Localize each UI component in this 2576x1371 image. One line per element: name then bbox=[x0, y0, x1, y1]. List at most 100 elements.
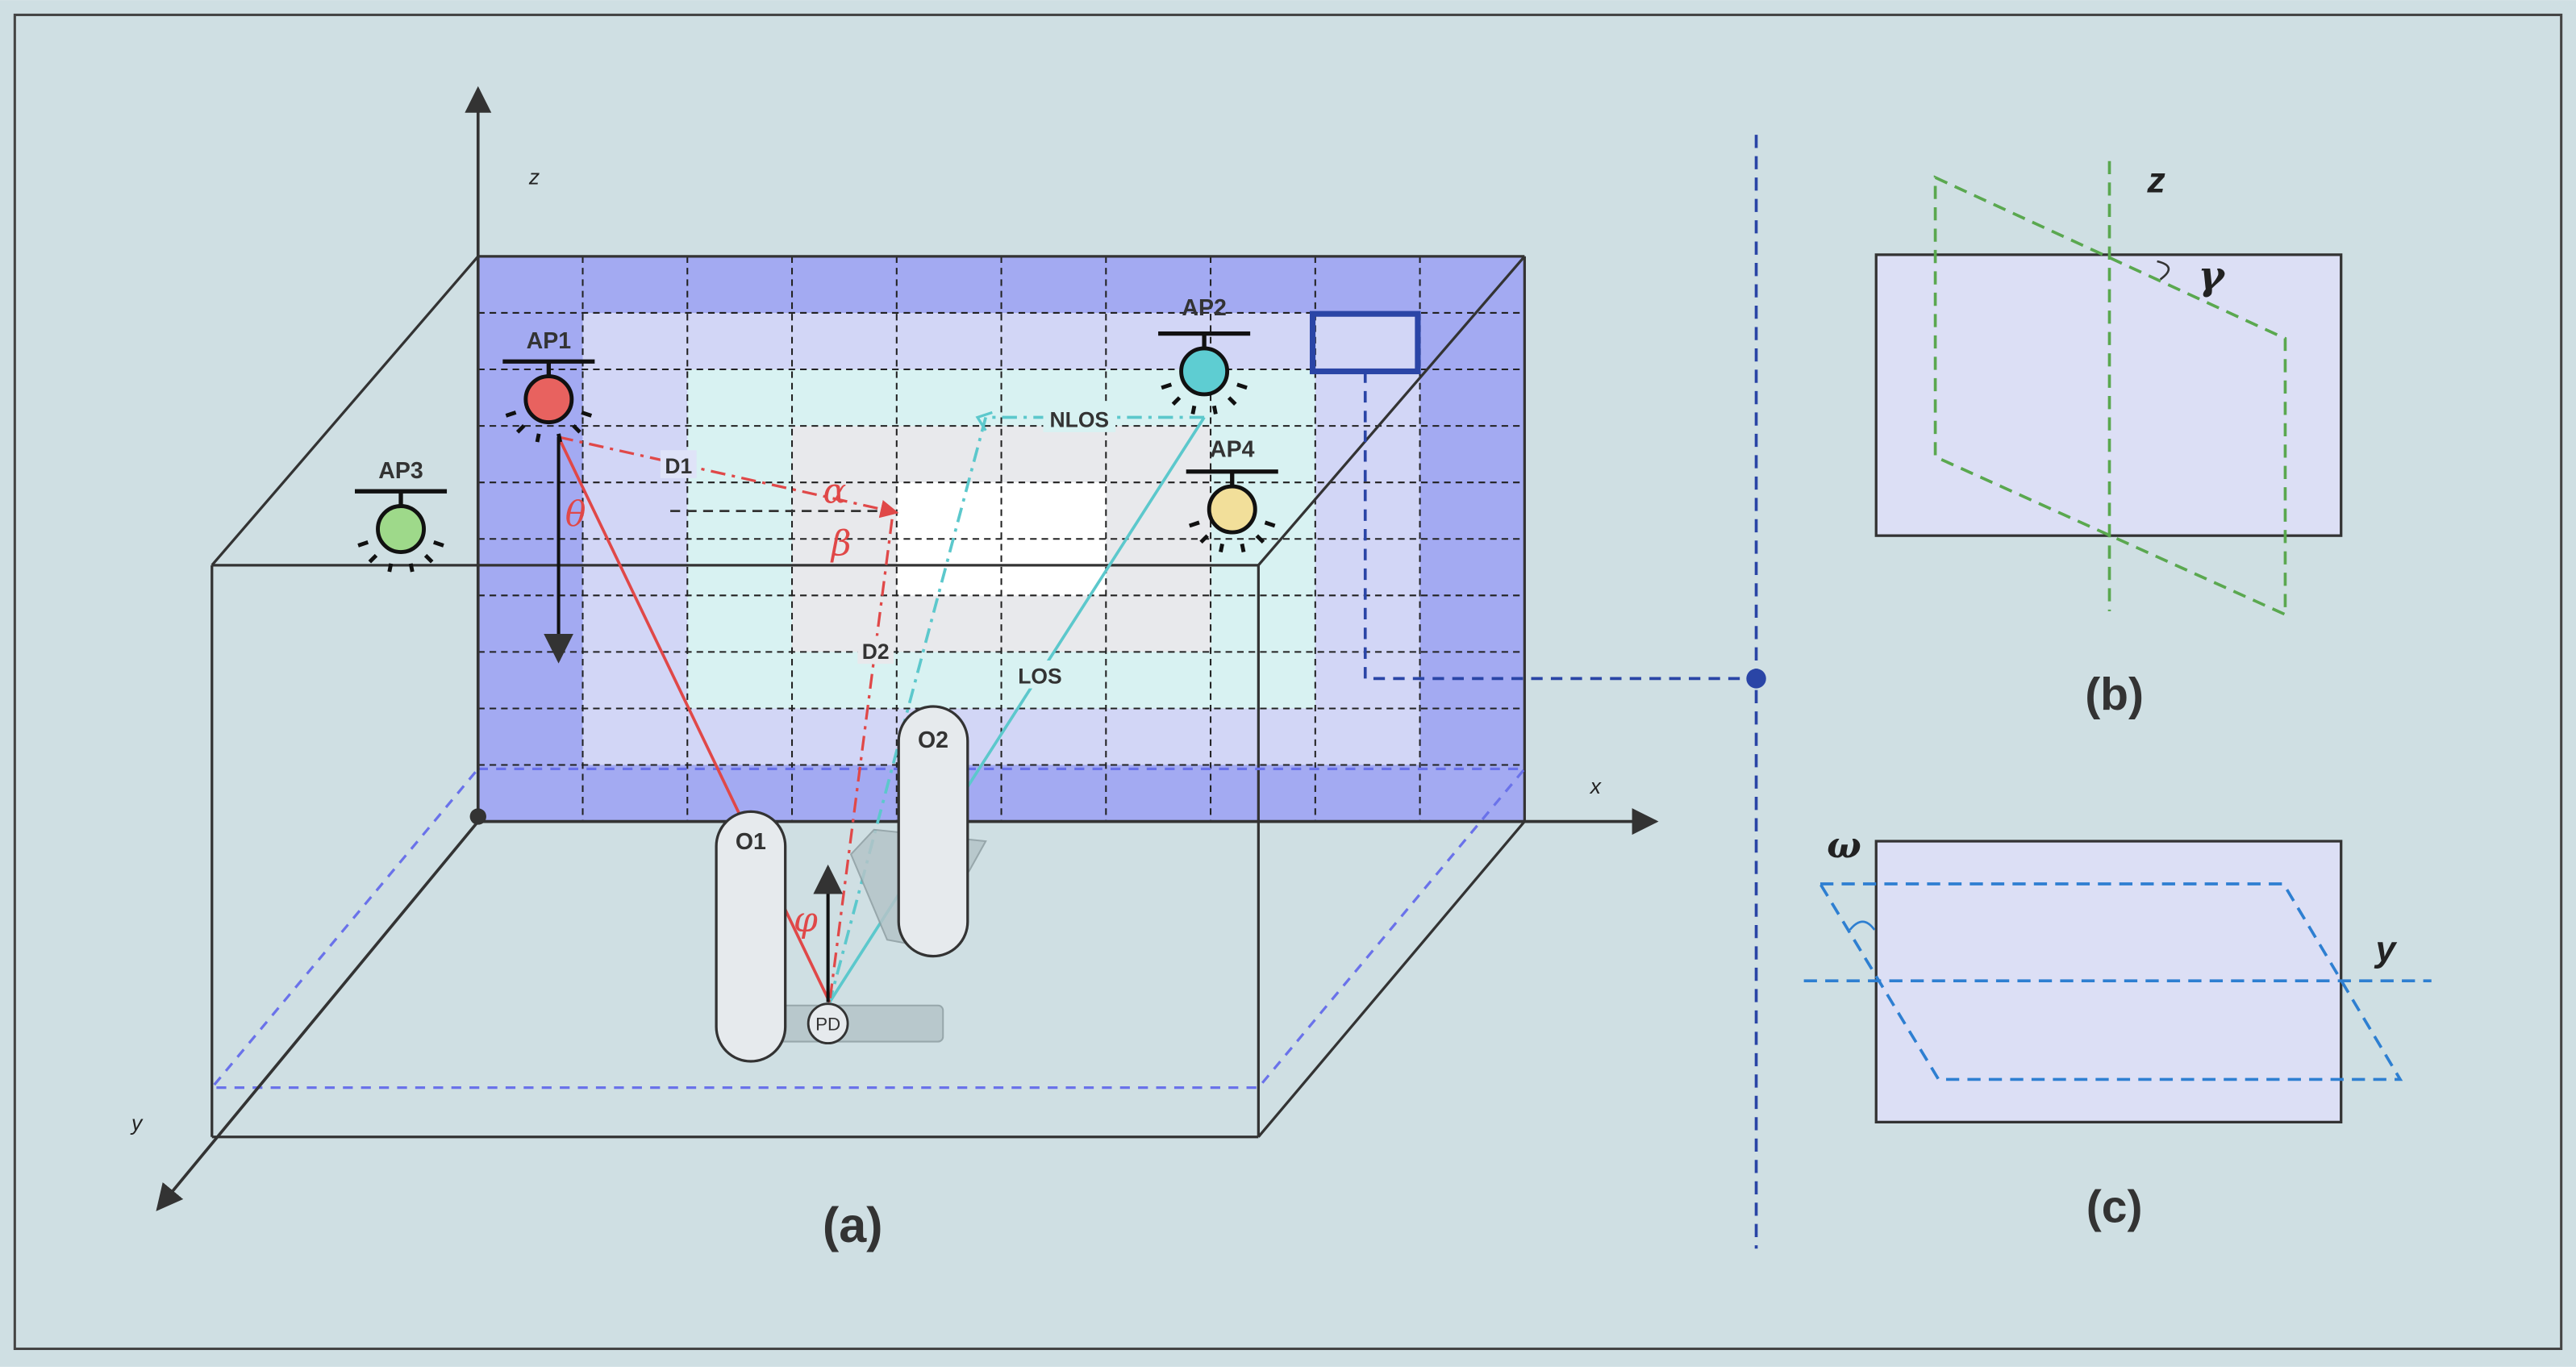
heatmap-cell bbox=[477, 539, 584, 597]
panel-c: ω y (c) bbox=[1803, 823, 2432, 1233]
ap1-lamp-icon bbox=[502, 359, 595, 443]
ap4: AP4 bbox=[1186, 436, 1278, 553]
panel-c-omega-label: ω bbox=[1827, 823, 1861, 866]
heatmap-cell bbox=[1315, 482, 1421, 540]
heatmap-cell bbox=[1001, 482, 1107, 540]
heatmap-cell bbox=[477, 708, 584, 766]
heatmap-cell bbox=[582, 539, 689, 597]
heatmap-cell bbox=[477, 482, 584, 540]
panel-b-gamma-arc bbox=[2157, 260, 2170, 281]
heatmap-cell bbox=[1315, 312, 1421, 371]
heatmap-cell bbox=[1001, 312, 1107, 371]
pd-receiver: PD bbox=[807, 1002, 849, 1045]
heatmap-cell bbox=[1419, 312, 1526, 371]
heatmap-gridlines bbox=[477, 256, 1525, 822]
heatmap-cell bbox=[896, 595, 1002, 653]
heatmap-cell bbox=[792, 312, 898, 371]
heatmap-cell bbox=[896, 426, 1002, 484]
heatmap-cell bbox=[1211, 765, 1317, 823]
heatmap-cell bbox=[792, 426, 898, 484]
heatmap-cell bbox=[1419, 539, 1526, 597]
panel-b-caption: (b) bbox=[2085, 669, 2144, 720]
heatmap-cell bbox=[792, 708, 898, 766]
panel-c-tilted-plane bbox=[1817, 882, 2403, 1081]
heatmap-cell bbox=[687, 426, 794, 484]
d2-path bbox=[828, 519, 894, 1002]
z-axis-label: z bbox=[528, 165, 540, 189]
panel-b-gamma-label: γ bbox=[2198, 252, 2226, 299]
theta-label: θ bbox=[565, 494, 586, 535]
heatmap-cell bbox=[582, 708, 689, 766]
panel-a-caption: (a) bbox=[823, 1198, 883, 1252]
divider-junction-dot bbox=[1746, 669, 1766, 689]
heatmap-cell bbox=[1315, 256, 1421, 315]
heatmap-cell bbox=[1211, 312, 1317, 371]
los-label-bg bbox=[1013, 660, 1067, 689]
heatmap-cell bbox=[1106, 652, 1212, 710]
heatmap-cell bbox=[1106, 256, 1212, 315]
heatmap-cell bbox=[1419, 369, 1526, 427]
heatmap-cell bbox=[582, 765, 689, 823]
heatmap-cell bbox=[477, 652, 584, 710]
heatmap-cell bbox=[687, 595, 794, 653]
panel-c-y-label: y bbox=[2374, 929, 2397, 969]
heatmap-cell bbox=[1315, 369, 1421, 427]
heatmap-cell bbox=[1211, 595, 1317, 653]
heatmap-cell bbox=[1211, 426, 1317, 484]
heatmap-cell bbox=[687, 312, 794, 371]
heatmap-cell bbox=[1211, 256, 1317, 315]
heatmap-cell bbox=[896, 652, 1002, 710]
panel-b: z γ (b) bbox=[1874, 160, 2343, 720]
heatmap-cell bbox=[477, 256, 584, 315]
heatmap-cell bbox=[1419, 256, 1526, 315]
floor-plane-dashed bbox=[209, 767, 1528, 1090]
heatmap-cell bbox=[477, 595, 584, 653]
heatmap-cell bbox=[1419, 482, 1526, 540]
heatmap-cell bbox=[1001, 426, 1107, 484]
d2-label-bg bbox=[857, 635, 894, 665]
panel-c-omega-arc bbox=[1849, 920, 1876, 931]
heatmap-cell bbox=[1001, 708, 1107, 766]
heatmap-cell bbox=[687, 369, 794, 427]
ap1-label: AP1 bbox=[527, 328, 572, 354]
ap2: AP2 bbox=[1158, 295, 1251, 415]
heatmap-cell bbox=[896, 482, 1002, 540]
heatmap-cell bbox=[582, 312, 689, 371]
heatmap-cell bbox=[687, 256, 794, 315]
heatmap-cell bbox=[582, 369, 689, 427]
heatmap-grid bbox=[477, 256, 1526, 823]
ap1: AP1 bbox=[502, 328, 595, 443]
heatmap-cell bbox=[1419, 708, 1526, 766]
heatmap-cell bbox=[687, 539, 794, 597]
heatmap-cell bbox=[1419, 765, 1526, 823]
heatmap-cell bbox=[582, 652, 689, 710]
obstacle-o1: O1 bbox=[715, 810, 787, 1063]
o1-label: O1 bbox=[736, 829, 766, 855]
obstacle-o2: O2 bbox=[897, 705, 969, 958]
outer-frame bbox=[13, 13, 2563, 1351]
ap2-lamp-icon bbox=[1158, 331, 1251, 415]
heatmap-cell bbox=[1211, 539, 1317, 597]
panel-b-z-label: z bbox=[2146, 160, 2165, 200]
heatmap-cell bbox=[792, 369, 898, 427]
ap4-lamp-icon bbox=[1186, 469, 1278, 553]
heatmap-cell bbox=[1419, 426, 1526, 484]
heatmap-cell bbox=[1106, 482, 1212, 540]
heatmap-cell bbox=[1001, 539, 1107, 597]
heatmap-cell bbox=[1106, 708, 1212, 766]
pd-label: PD bbox=[815, 1014, 840, 1034]
ap3-label: AP3 bbox=[378, 458, 423, 484]
alpha-label: α bbox=[823, 471, 847, 511]
nlos-label-bg bbox=[1043, 404, 1116, 432]
heatmap-cell bbox=[1315, 765, 1421, 823]
x-axis-label: x bbox=[1589, 774, 1603, 798]
heatmap-cell bbox=[1211, 652, 1317, 710]
heatmap-cell bbox=[1211, 708, 1317, 766]
heatmap-cell bbox=[1419, 595, 1526, 653]
heatmap-cell bbox=[1315, 539, 1421, 597]
heatmap-cell bbox=[792, 765, 898, 823]
nlos-label: NLOS bbox=[1050, 408, 1110, 432]
phi-label: φ bbox=[794, 900, 818, 940]
